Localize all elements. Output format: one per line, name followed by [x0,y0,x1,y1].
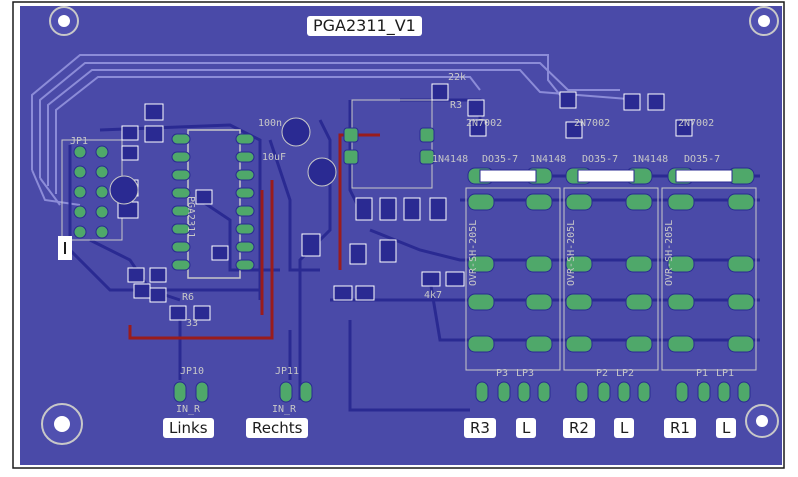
connector-label-r1: R1 [664,418,696,438]
mounting-hole-icon [49,6,79,36]
pin-1-marker-icon [58,236,72,260]
wire-jumpers [128,133,380,340]
connector-label-links: Links [163,418,214,438]
connector-label-l2: L [614,418,635,438]
mounting-hole-icon [745,404,779,438]
ic-pads [171,133,255,271]
module-outline [351,99,433,189]
diodes [479,169,733,183]
board-title: PGA2311_V1 [307,16,422,36]
mounting-hole-icon [749,6,779,36]
electrolytic-caps [109,117,337,205]
header-pads [73,145,109,239]
connector-label-r2: R2 [563,418,595,438]
smd-parts [117,83,693,321]
top-bus-traces [31,54,641,206]
module-pads [343,127,435,165]
board-outline [12,1,785,469]
connector-label-l1: L [716,418,737,438]
connector-label-l3: L [516,418,537,438]
connector-label-r3: R3 [464,418,496,438]
connector-label-rechts: Rechts [246,418,309,438]
ic-outline [187,129,241,279]
mounting-hole-icon [41,403,83,445]
connector-pads [173,381,751,403]
relay-outlines [465,187,757,371]
board-fill [20,6,782,465]
